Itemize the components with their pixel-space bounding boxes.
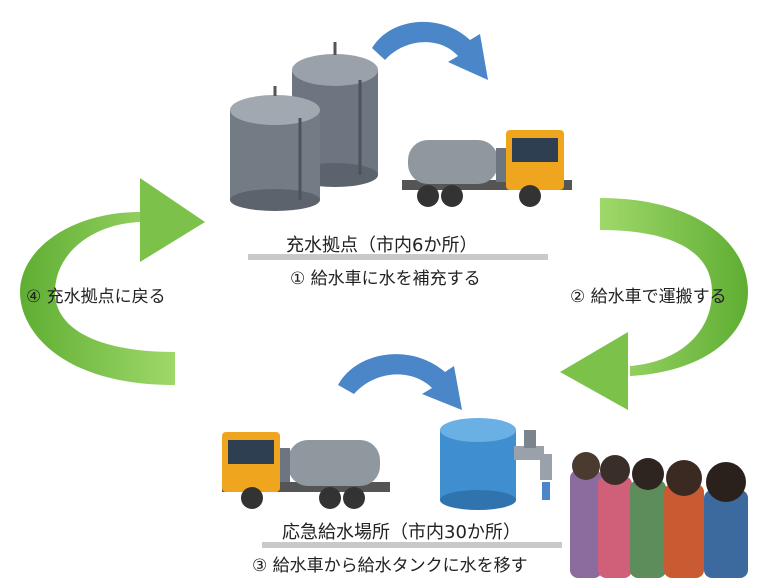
- site-title: 応急給水場所（市内30か所）: [282, 522, 521, 543]
- people-queue-icon: [570, 452, 748, 578]
- water-truck-icon: [222, 432, 390, 509]
- hub-title-underline: [248, 254, 548, 260]
- step1-label: ① 給水車に水を補充する: [290, 269, 481, 289]
- top-flow-arrow: [372, 21, 488, 80]
- water-tank-icon: [440, 418, 516, 510]
- left-cycle-arrow: [20, 178, 205, 385]
- step2-label: ② 給水車で運搬する: [570, 287, 727, 307]
- water-truck-icon: [402, 130, 572, 207]
- step4-label: ④ 充水拠点に戻る: [26, 287, 166, 307]
- right-cycle-arrow: [560, 198, 748, 410]
- site-title-underline: [262, 542, 562, 548]
- bottom-flow-arrow: [338, 354, 462, 410]
- hub-title: 充水拠点（市内6か所）: [286, 235, 478, 256]
- storage-tank-icon: [230, 42, 378, 211]
- step3-label: ③ 給水車から給水タンクに水を移す: [252, 556, 528, 576]
- faucet-icon: [514, 430, 552, 500]
